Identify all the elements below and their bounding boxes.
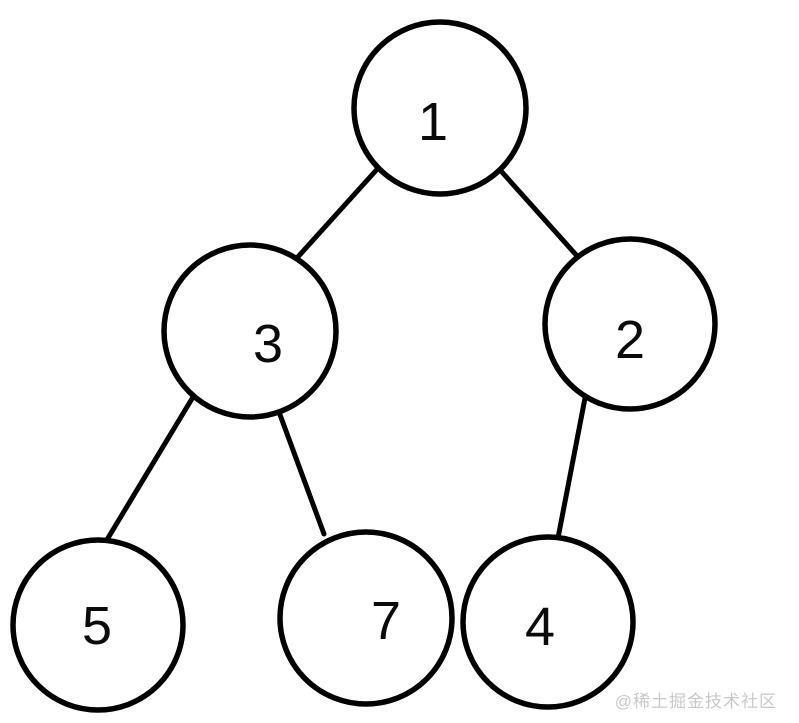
tree-node-2: 2	[542, 236, 718, 412]
node-label-1: 1	[418, 92, 448, 152]
edge-2-4	[555, 390, 589, 541]
edge-1-2	[498, 168, 581, 260]
node-circle-3	[161, 242, 339, 420]
edge-3-5	[102, 394, 196, 546]
edge-1-3	[293, 163, 383, 262]
node-circle-1	[351, 19, 529, 197]
node-label-4: 4	[525, 597, 555, 657]
node-label-7: 7	[371, 591, 401, 651]
tree-node-3: 3	[161, 242, 339, 420]
tree-node-1: 1	[351, 19, 529, 197]
node-circle-7	[277, 529, 455, 707]
tree-node-5: 5	[10, 537, 186, 713]
edge-3-7	[276, 409, 327, 537]
tree-node-4: 4	[460, 534, 636, 710]
node-circle-5	[10, 537, 186, 713]
node-label-2: 2	[615, 310, 645, 370]
node-label-5: 5	[82, 596, 112, 656]
node-circle-2	[542, 236, 718, 412]
tree-node-7: 7	[277, 529, 455, 707]
watermark-text: @稀土掘金技术社区	[614, 692, 777, 711]
node-circle-4	[460, 534, 636, 710]
node-label-3: 3	[253, 314, 283, 374]
